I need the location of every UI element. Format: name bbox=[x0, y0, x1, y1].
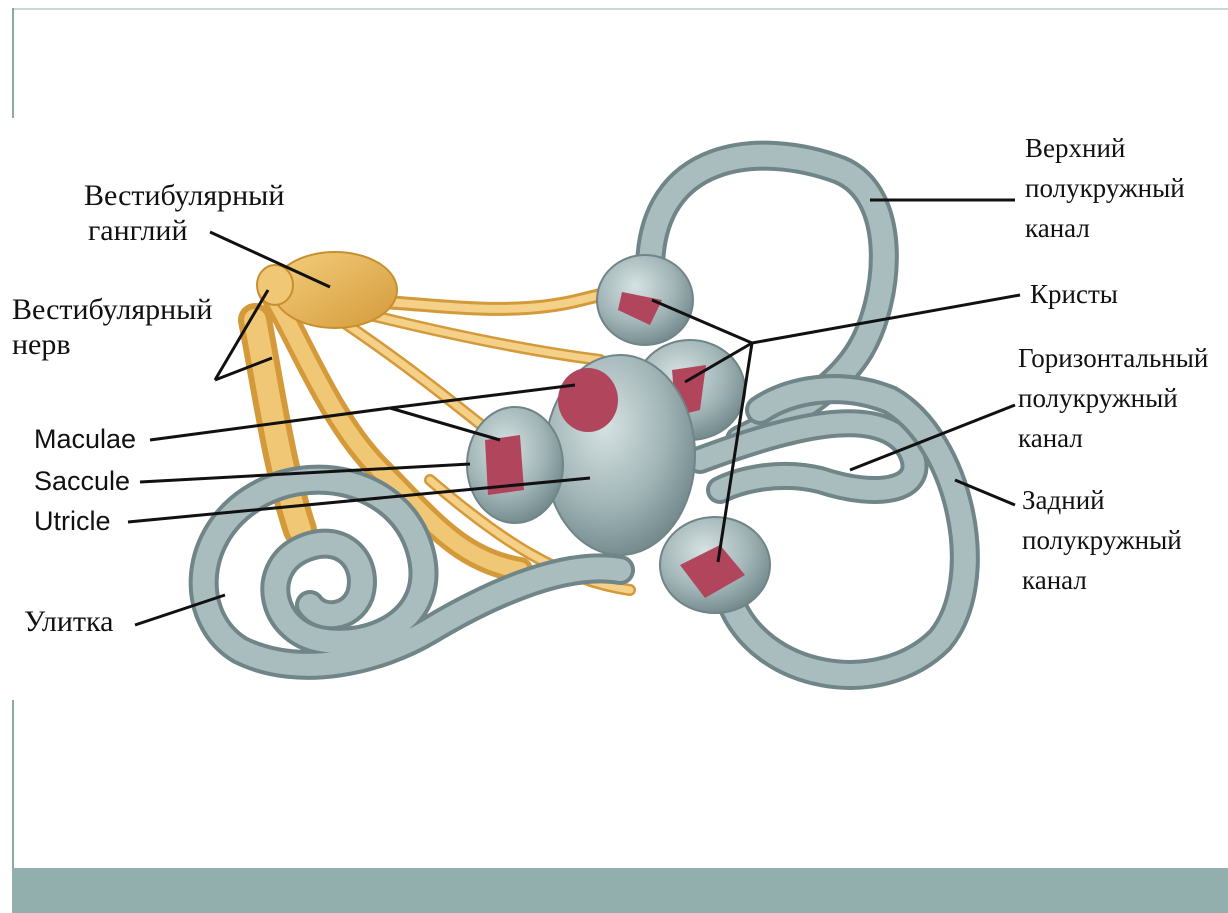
label-utricle: Utricle bbox=[34, 504, 111, 539]
label-vestibular-nerve: Вестибулярный нерв bbox=[12, 292, 212, 362]
label-cristae: Кристы bbox=[1030, 274, 1118, 314]
label-line: полукружный bbox=[1018, 378, 1208, 418]
label-vestibular-ganglion: Вестибулярный ганглий bbox=[84, 178, 284, 248]
label-line: нерв bbox=[12, 327, 212, 362]
label-line: канал bbox=[1025, 208, 1185, 248]
label-line: Горизонтальный bbox=[1018, 338, 1208, 378]
label-maculae: Maculae bbox=[34, 422, 136, 457]
label-posterior-canal: Задний полукружный канал bbox=[1022, 480, 1182, 600]
label-superior-canal: Верхний полукружный канал bbox=[1025, 128, 1185, 248]
label-saccule: Saccule bbox=[34, 464, 130, 499]
label-line: ганглий bbox=[84, 213, 284, 248]
label-line: Вестибулярный bbox=[12, 292, 212, 327]
leader-maculae-b bbox=[390, 385, 575, 408]
label-line: полукружный bbox=[1022, 520, 1182, 560]
label-line: Вестибулярный bbox=[84, 178, 284, 213]
label-line: канал bbox=[1022, 560, 1182, 600]
label-cochlea: Улитка bbox=[24, 604, 113, 639]
label-line: Верхний bbox=[1025, 128, 1185, 168]
slide-footer-bar bbox=[12, 868, 1228, 913]
label-line: канал bbox=[1018, 418, 1208, 458]
saccule bbox=[467, 407, 563, 523]
label-line: полукружный bbox=[1025, 168, 1185, 208]
label-horizontal-canal: Горизонтальный полукружный канал bbox=[1018, 338, 1208, 458]
label-line: Задний bbox=[1022, 480, 1182, 520]
